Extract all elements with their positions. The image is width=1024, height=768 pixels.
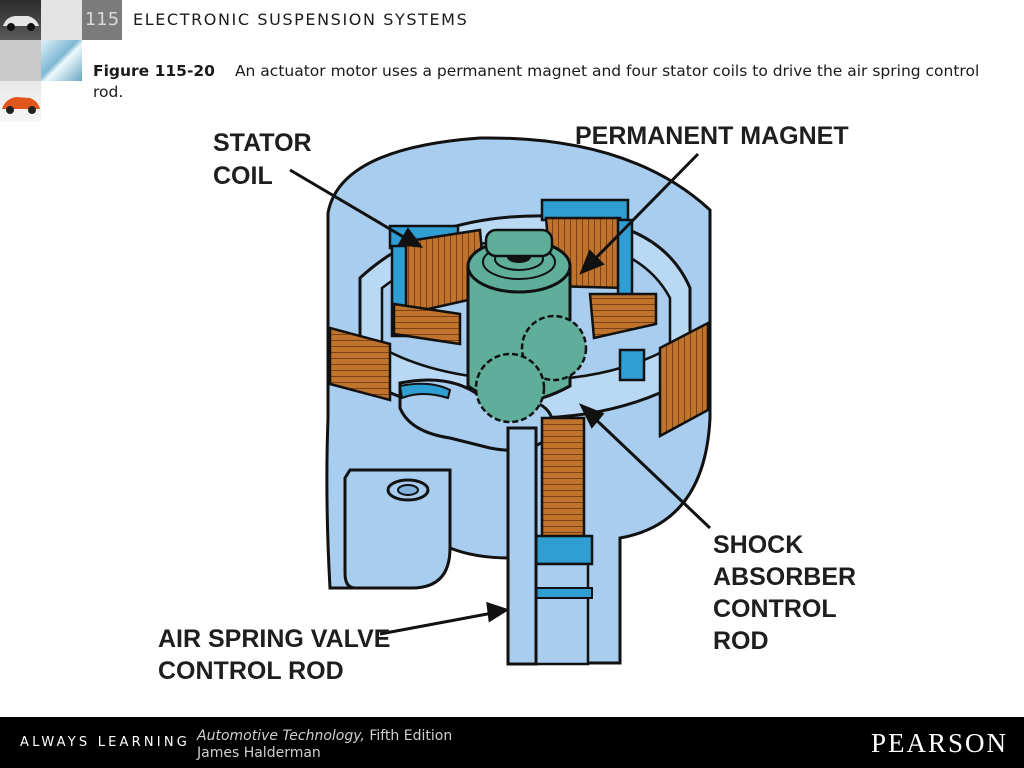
pinion-gear — [520, 314, 588, 382]
label-stator-coil-line1: STATOR — [213, 129, 312, 157]
label-air-spring-line2: CONTROL ROD — [158, 657, 344, 685]
label-air-spring-line1: AIR SPRING VALVE — [158, 625, 390, 653]
header-thumbnails — [0, 0, 41, 122]
book-edition: Fifth Edition — [369, 728, 453, 744]
label-shock-line4: ROD — [713, 627, 769, 655]
actuator-motor-illustration: STATOR COIL PERMANENT MAGNET SHOCK ABSOR… — [150, 118, 880, 693]
label-shock-line2: ABSORBER — [713, 563, 856, 591]
stator-coil-right-inner — [588, 292, 658, 382]
label-stator-coil-line2: COIL — [213, 162, 273, 190]
book-title: Automotive Technology, — [197, 728, 365, 744]
stator-coil-right-outer — [658, 320, 710, 439]
footer-bar: ALWAYS LEARNING Automotive Technology, F… — [0, 717, 1024, 768]
figure-label: Figure 115-20 — [93, 62, 215, 80]
drive-gear — [474, 352, 546, 424]
footer-tagline: ALWAYS LEARNING — [20, 735, 191, 750]
book-credit: Automotive Technology, Fifth Edition Jam… — [197, 728, 452, 762]
shock-absorber-control-rod — [530, 416, 594, 666]
air-spring-valve-control-rod — [506, 426, 538, 666]
caption-text: An actuator motor uses a permanent magne… — [93, 62, 980, 101]
stator-coil-left-inner — [392, 302, 462, 346]
publisher-logo: PEARSON — [870, 728, 1008, 758]
book-author: James Halderman — [197, 745, 321, 761]
label-shock-line3: CONTROL — [713, 595, 837, 623]
label-shock-line1: SHOCK — [713, 531, 803, 559]
chapter-number: 115 — [82, 0, 122, 40]
orange-car-thumbnail-image — [0, 81, 41, 122]
crystal-decorative-image — [41, 40, 82, 81]
chapter-title: ELECTRONIC SUSPENSION SYSTEMS — [133, 10, 469, 29]
gray-thumbnail — [0, 40, 41, 81]
label-permanent-magnet: PERMANENT MAGNET — [575, 122, 849, 150]
car-thumbnail-image — [0, 0, 41, 40]
header-gray-block — [41, 0, 82, 40]
stator-coil-left-outer — [328, 326, 392, 402]
valve-body — [343, 468, 452, 590]
leader-arrows — [289, 152, 712, 636]
